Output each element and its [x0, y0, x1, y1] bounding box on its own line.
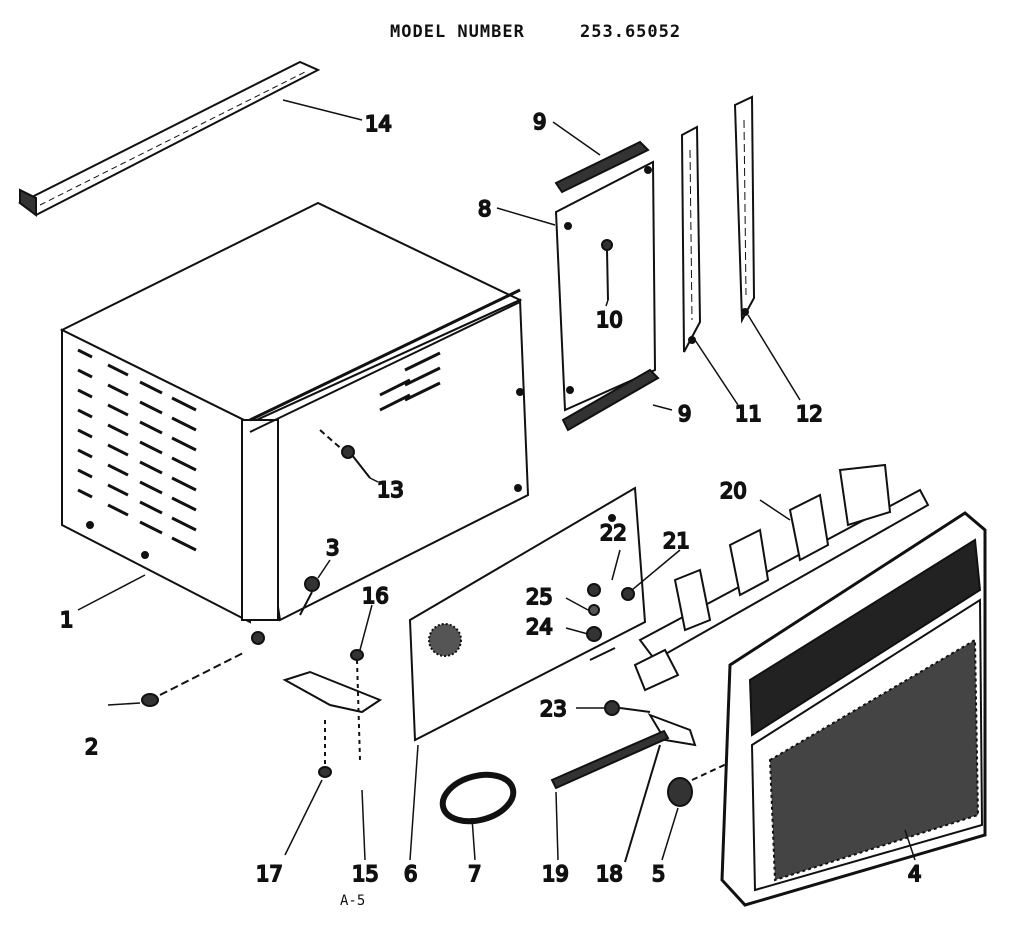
- part-12-side-bracket: [733, 95, 756, 324]
- callout-3: 3: [326, 536, 339, 560]
- cabinet-louvers: [77, 348, 441, 552]
- callout-22: 22: [600, 521, 627, 545]
- part-22-nut: [587, 583, 601, 597]
- callout-23: 23: [540, 697, 567, 721]
- part-8-panel: [554, 160, 657, 412]
- model-number: 253.65052: [580, 22, 682, 42]
- callout-9-bottom: 9: [678, 402, 691, 426]
- callout-13: 13: [377, 478, 404, 502]
- callout-15: 15: [352, 862, 379, 886]
- part-14-top-rail: [18, 60, 321, 217]
- callout-12: 12: [796, 402, 823, 426]
- callout-16: 16: [362, 584, 389, 608]
- callout-17: 17: [256, 862, 283, 886]
- part-23-screw: [604, 700, 651, 716]
- part-9-bottom-strip: [561, 368, 660, 432]
- part-19-rod: [550, 729, 670, 790]
- part-9-top-strip: [554, 140, 650, 194]
- callout-14: 14: [365, 112, 392, 136]
- callout-25: 25: [526, 585, 553, 609]
- callout-2: 2: [85, 735, 98, 759]
- callout-10: 10: [596, 308, 623, 332]
- callout-1: 1: [60, 608, 73, 632]
- callout-18: 18: [596, 862, 623, 886]
- callout-24: 24: [526, 615, 553, 639]
- part-5-knob: [667, 759, 736, 807]
- part-21-screw: [621, 587, 635, 601]
- callout-19: 19: [542, 862, 569, 886]
- callout-7: 7: [468, 862, 481, 886]
- callout-5: 5: [652, 862, 665, 886]
- part-2-screw: [141, 651, 246, 707]
- part-3-screw: [299, 576, 320, 616]
- part-11-side-bracket: [680, 125, 702, 353]
- page-code: A-5: [340, 893, 366, 909]
- part-4-front-grille: [720, 511, 987, 907]
- part-16-screw: [350, 649, 364, 761]
- part-13-screw: [319, 429, 371, 479]
- part-6-control-panel: [408, 486, 647, 742]
- callout-21: 21: [663, 529, 690, 553]
- part-7-gasket: [439, 771, 517, 825]
- callout-9-top: 9: [533, 110, 546, 134]
- part-1-cabinet: [59, 201, 530, 645]
- part-15-clip: [282, 670, 383, 714]
- callout-11: 11: [735, 402, 762, 426]
- part-25-washer: [588, 604, 600, 616]
- callout-4: 4: [908, 862, 921, 886]
- callout-20: 20: [720, 479, 747, 503]
- callout-6: 6: [404, 862, 417, 886]
- model-label: MODEL NUMBER: [390, 22, 525, 42]
- part-10-fastener: [601, 239, 613, 301]
- callout-8: 8: [478, 197, 491, 221]
- part-24-nut: [586, 626, 602, 642]
- leader-lines: [77, 99, 916, 861]
- part-17-screw: [318, 720, 332, 778]
- part-20-bracket-rail: [633, 463, 930, 692]
